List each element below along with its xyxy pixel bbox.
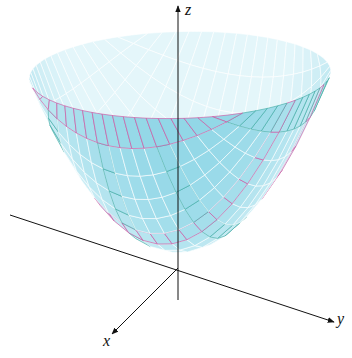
surface-patch [294,44,304,74]
surface-patch [29,80,39,104]
surface-patch [40,96,49,109]
z-axis [178,6,179,300]
surface-patch [284,42,295,76]
axes [10,6,334,334]
axis-label: z [185,2,191,18]
surface-patch [48,100,57,119]
surface-patch [30,84,40,102]
paraboloid-surface [29,31,331,252]
y-axis [10,215,334,322]
x-axis [112,268,178,334]
axis-label: x [103,333,110,349]
surface-patch [198,117,227,130]
axis-label: y [337,311,344,327]
